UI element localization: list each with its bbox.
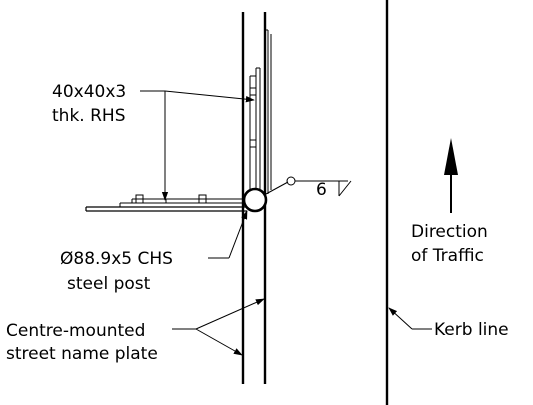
- chs-leader: [208, 210, 248, 259]
- weld-symbol: [265, 176, 352, 197]
- kerb-leader: [388, 307, 432, 330]
- chs-label-line1: Ø88.9x5 CHS: [60, 249, 173, 269]
- rhs-label-line1: 40x40x3: [52, 82, 126, 102]
- weld-size-label: 6: [316, 180, 327, 200]
- kerb-label: Kerb line: [434, 320, 509, 340]
- direction-label-line1: Direction: [411, 222, 488, 242]
- rhs-bracket-horizontal: [85, 194, 247, 212]
- rhs-leader: [140, 90, 255, 201]
- chs-label-line2: steel post: [67, 274, 151, 294]
- plate-label-line1: Centre-mounted: [6, 321, 145, 341]
- rhs-bracket-vertical: [249, 29, 272, 196]
- plate-leader: [172, 298, 265, 356]
- chs-steel-post: [242, 187, 268, 213]
- plate-label-line2: street name plate: [6, 344, 158, 364]
- traffic-direction-arrow: [444, 138, 458, 213]
- direction-label-line2: of Traffic: [411, 246, 484, 266]
- rhs-label-line2: thk. RHS: [52, 106, 125, 126]
